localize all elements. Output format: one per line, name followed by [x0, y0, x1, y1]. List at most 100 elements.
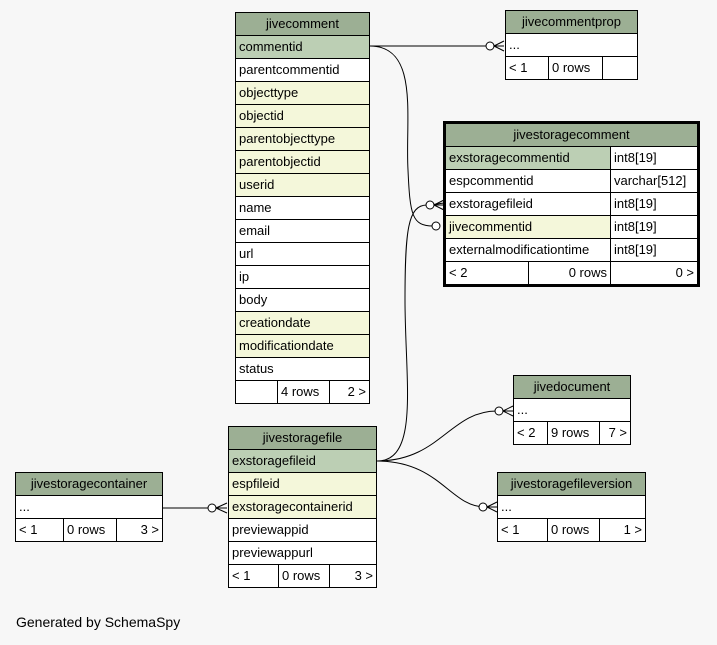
- footer-rows: 0 rows: [547, 519, 599, 541]
- edge-end-circle: [485, 41, 495, 51]
- column-row: ip: [236, 266, 369, 289]
- footer-parents: < 2: [517, 425, 536, 440]
- edge-end-circle: [425, 200, 435, 210]
- table-footer: 4 rows 2 >: [236, 381, 369, 403]
- table-jivestoragecontainer[interactable]: jivestoragecontainer ... < 1 0 rows 3 >: [15, 472, 163, 542]
- column-row: jivecommentid int8[19]: [446, 216, 697, 239]
- crowfoot-mark: [215, 502, 228, 514]
- column-row: email: [236, 220, 369, 243]
- column-name: parentcommentid: [239, 62, 340, 77]
- table-jivecommentprop[interactable]: jivecommentprop ... < 1 0 rows: [505, 10, 638, 80]
- footer-parents: [236, 381, 277, 403]
- column-row: userid: [236, 174, 369, 197]
- footer-children: 3 >: [329, 565, 376, 587]
- column-name: externalmodificationtime: [446, 239, 610, 261]
- column-type: int8[19]: [610, 216, 697, 238]
- column-row: commentid: [236, 36, 369, 59]
- column-row: objecttype: [236, 82, 369, 105]
- column-row: ...: [16, 496, 162, 519]
- footer-children: [602, 57, 637, 79]
- edge-end-circle: [494, 406, 504, 416]
- column-name: previewappid: [232, 522, 309, 537]
- generated-by-label: Generated by SchemaSpy: [16, 614, 181, 630]
- column-name: parentobjecttype: [239, 131, 336, 146]
- table-title: jivecomment: [236, 13, 369, 36]
- table-title: jivecommentprop: [506, 11, 637, 34]
- column-name: modificationdate: [239, 338, 334, 353]
- footer-parents: < 1: [501, 522, 520, 537]
- footer-children: 2 >: [329, 381, 369, 403]
- table-footer: < 1 0 rows: [506, 57, 637, 79]
- column-type: int8[19]: [610, 193, 697, 215]
- edge-end-circle: [478, 502, 488, 512]
- column-row: exstoragecontainerid: [229, 496, 376, 519]
- footer-parents: < 1: [509, 60, 528, 75]
- column-row: exstoragefileid int8[19]: [446, 193, 697, 216]
- edge-jivestoragefile-jivestoragecomment: [376, 202, 446, 462]
- footer-children: 3 >: [116, 519, 162, 541]
- table-jivestoragefile[interactable]: jivestoragefile exstoragefileid espfilei…: [228, 426, 377, 588]
- column-row: ...: [514, 399, 630, 422]
- crowfoot-mark: [502, 405, 514, 417]
- table-jivecomment[interactable]: jivecomment commentid parentcommentid ob…: [235, 12, 370, 404]
- column-row: espfileid: [229, 473, 376, 496]
- column-row: modificationdate: [236, 335, 369, 358]
- column-row: ...: [498, 496, 645, 519]
- column-row: body: [236, 289, 369, 312]
- footer-children: 7 >: [599, 422, 630, 444]
- column-row: espcommentid varchar[512]: [446, 170, 697, 193]
- column-name: exstoragecontainerid: [232, 499, 353, 514]
- footer-parents: < 2: [449, 265, 468, 280]
- column-name: status: [239, 361, 274, 376]
- column-type: varchar[512]: [610, 170, 697, 192]
- column-name: body: [239, 292, 268, 307]
- column-row: objectid: [236, 105, 369, 128]
- column-name: name: [239, 200, 272, 215]
- table-footer: < 2 0 rows 0 >: [446, 262, 697, 284]
- table-title: jivestoragecomment: [446, 124, 697, 147]
- column-name: exstoragefileid: [232, 453, 316, 468]
- column-name: exstoragefileid: [446, 193, 610, 215]
- column-name: previewappurl: [232, 545, 313, 560]
- column-name: ...: [509, 37, 520, 52]
- column-row: name: [236, 197, 369, 220]
- column-name: objectid: [239, 108, 284, 123]
- footer-rows: 0 rows: [278, 565, 329, 587]
- footer-parents: < 1: [232, 568, 251, 583]
- table-footer: < 1 0 rows 1 >: [498, 519, 645, 541]
- column-name: url: [239, 246, 254, 261]
- table-title: jivestoragefile: [229, 427, 376, 450]
- column-name: espfileid: [232, 476, 280, 491]
- column-row: parentcommentid: [236, 59, 369, 82]
- table-jivedocument[interactable]: jivedocument ... < 2 9 rows 7 >: [513, 375, 631, 445]
- column-row: exstoragefileid: [229, 450, 376, 473]
- footer-parents: < 1: [19, 522, 38, 537]
- edge-jivecomment-jivestoragecomment: [369, 45, 434, 227]
- column-name: creationdate: [239, 315, 311, 330]
- crowfoot-mark: [486, 501, 498, 513]
- column-row: status: [236, 358, 369, 381]
- footer-children: 1 >: [599, 519, 645, 541]
- crowfoot-mark: [493, 40, 505, 52]
- footer-rows: 4 rows: [277, 381, 329, 403]
- edge-end-circle: [207, 503, 217, 513]
- column-name: ip: [239, 269, 250, 284]
- column-name: ...: [517, 402, 528, 417]
- footer-rows: 0 rows: [528, 262, 610, 284]
- column-row: parentobjecttype: [236, 128, 369, 151]
- column-name: exstoragecommentid: [446, 147, 610, 169]
- edge-end-circle: [431, 221, 441, 231]
- column-name: parentobjectid: [239, 154, 321, 169]
- table-jivestoragecomment[interactable]: jivestoragecomment exstoragecommentid in…: [443, 121, 700, 287]
- footer-children: 0 >: [610, 262, 697, 284]
- table-jivestoragefileversion[interactable]: jivestoragefileversion ... < 1 0 rows 1 …: [497, 472, 646, 542]
- footer-rows: 0 rows: [548, 57, 602, 79]
- table-footer: < 2 9 rows 7 >: [514, 422, 630, 444]
- column-row: parentobjectid: [236, 151, 369, 174]
- column-type: int8[19]: [610, 147, 697, 169]
- column-row: externalmodificationtime int8[19]: [446, 239, 697, 262]
- column-name: ...: [19, 499, 30, 514]
- column-type: int8[19]: [610, 239, 697, 261]
- edge-jivestoragefile-jivedocument: [376, 410, 510, 462]
- footer-rows: 0 rows: [63, 519, 116, 541]
